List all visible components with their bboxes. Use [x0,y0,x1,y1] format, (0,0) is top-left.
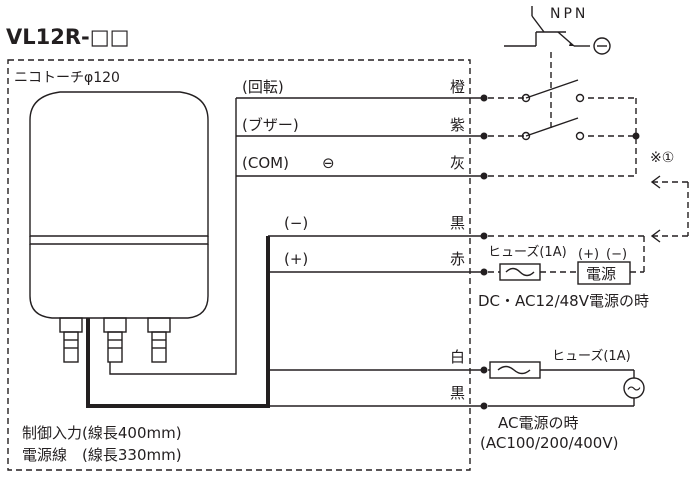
label-rotation: (回転) [242,78,284,96]
dc-power-label: 電源 [586,265,616,283]
ac-caption-line2: (AC100/200/400V) [480,434,618,452]
wire-color-gray: 灰 [450,154,465,172]
ac-source-symbol [623,377,645,399]
label-buzzer: (ブザー) [242,116,299,134]
model-title: VL12R-□□ [6,25,129,49]
wire-color-black-dc: 黒 [450,214,465,232]
terminal-dots [480,94,488,410]
ac-wave-symbol: 〜 [627,382,641,398]
control-line-note: 制御入力(線長400mm) [22,424,182,442]
power-line-note: 電源線 (線長330mm) [22,446,182,464]
enclosure-label: ニコトーチφ120 [14,70,120,86]
npn-transistor [504,6,590,47]
note-label: ※① [650,150,674,166]
enclosure-box [7,59,471,471]
note-arrow-top [650,175,661,189]
lamp-terminals [59,317,171,363]
npn-label: NPN [550,6,588,22]
dc-plus-label: (+) [578,247,599,262]
control-wire-bundle [109,98,237,375]
dc-fuse-label: ヒューズ(1A) [488,244,567,260]
power-wire-thick [86,236,270,408]
wire-color-white: 白 [450,348,465,366]
wire-color-black-ac: 黒 [450,384,465,402]
dc-power-box [577,261,631,285]
switch-rotation [521,79,585,103]
wire-color-purple: 紫 [450,116,465,134]
wire-color-red: 赤 [450,250,465,268]
ac-fuse-label: ヒューズ(1A) [552,348,631,364]
com-minus-symbol: ⊖ [322,154,335,172]
npn-minus-circle [593,37,611,55]
label-dc-plus: (+) [284,250,308,268]
wire-color-orange: 橙 [450,78,465,96]
label-com: (COM) [242,154,289,172]
switch-buzzer [521,117,585,141]
label-dc-minus: (−) [284,214,308,232]
dc-caption: DC・AC12/48V電源の時 [478,292,649,310]
ac-caption-line1: AC電源の時 [498,414,578,432]
dc-minus-label: (−) [606,247,627,262]
note-arrow-bottom [650,229,661,243]
signal-tower-lamp [29,91,209,363]
